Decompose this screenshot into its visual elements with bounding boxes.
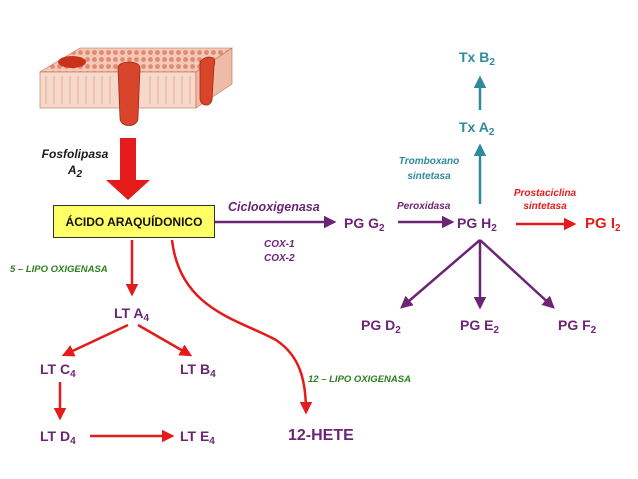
cox1-label: COX-1 xyxy=(264,239,295,250)
pgi2-node: PG I2 xyxy=(585,215,621,234)
fosfolipasa-label: Fosfolipasa A2 xyxy=(41,147,109,180)
ltd4-node: LT D4 xyxy=(40,428,76,447)
hete-node: 12-HETE xyxy=(288,427,354,444)
lta4-node: LT A4 xyxy=(114,305,150,324)
ciclooxigenasa-label: Ciclooxigenasa xyxy=(228,200,320,214)
prostaciclina-sintetasa-label: Prostaciclina sintetasa xyxy=(513,188,577,212)
pgd2-node: PG D2 xyxy=(361,317,401,336)
acido-to-hete-arrow xyxy=(170,239,313,415)
ltb4-node: LT B4 xyxy=(180,361,216,380)
pgh-to-pgf-arrow xyxy=(479,239,555,309)
lte4-node: LT E4 xyxy=(180,428,215,447)
peroxidasa-label: Peroxidasa xyxy=(397,201,451,212)
lipo5-label: 5 – LIPO OXIGENASA xyxy=(10,264,108,275)
lta-to-ltc-arrow xyxy=(61,323,129,357)
acido-araquidonico-box: ÁCIDO ARAQUÍDONICO xyxy=(53,205,215,238)
txb2-node: Tx B2 xyxy=(459,49,495,68)
pgf2-node: PG F2 xyxy=(558,317,597,336)
lipo12-label: 12 – LIPO OXIGENASA xyxy=(308,374,411,385)
pgh-to-pgd-arrow xyxy=(400,239,481,309)
pge2-node: PG E2 xyxy=(460,317,500,336)
ltc4-node: LT C4 xyxy=(40,361,76,380)
cell-membrane-illustration xyxy=(38,47,233,126)
pgh2-node: PG H2 xyxy=(457,215,497,234)
lta-to-ltb-arrow xyxy=(137,323,193,357)
cox2-label: COX-2 xyxy=(264,253,295,264)
fosfolipasa-arrow xyxy=(106,138,150,200)
pgg2-node: PG G2 xyxy=(344,215,385,234)
txa2-node: Tx A2 xyxy=(459,119,495,138)
tromboxano-sintetasa-label: Tromboxano sintetasa xyxy=(398,156,460,182)
